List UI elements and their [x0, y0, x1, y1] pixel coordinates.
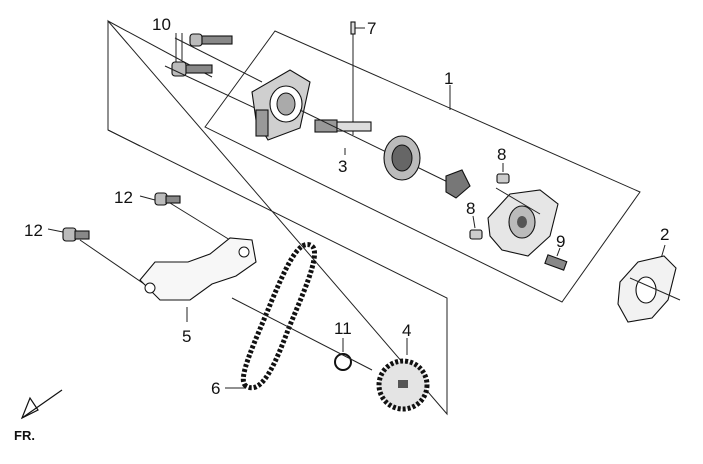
oil-pump-frame [204, 30, 641, 303]
outer-rotor [383, 135, 421, 181]
bolt-10-upper [174, 33, 263, 83]
bolt-10-lower [164, 61, 256, 109]
callout-10: 10 [152, 15, 171, 34]
front-direction-arrow-icon [20, 389, 63, 420]
callout-3: 3 [338, 157, 347, 176]
pin-7 [350, 21, 356, 35]
callout-5: 5 [182, 327, 191, 346]
callout-12-upper: 12 [114, 188, 133, 207]
leader-lines [47, 27, 666, 389]
callout-9: 9 [556, 232, 565, 251]
callout-8-lower: 8 [466, 199, 475, 218]
callout-6: 6 [211, 379, 220, 398]
callout-7: 7 [367, 19, 376, 38]
chain-guide-plate-5 [139, 237, 257, 301]
drive-chain-6 [240, 242, 317, 391]
pump-shaft-3 [314, 119, 372, 133]
callout-2: 2 [660, 225, 669, 244]
inner-rotor [445, 169, 471, 199]
assembly-frame [107, 19, 448, 416]
pump-cover [487, 189, 559, 257]
bolt-12-upper [154, 192, 181, 206]
callout-11: 11 [334, 319, 352, 338]
pump-body-flange [251, 69, 311, 141]
dowel-pin-8-upper [496, 173, 510, 184]
callout-12-lower: 12 [24, 221, 43, 240]
gasket-2 [617, 255, 677, 323]
bolt-12-lower [62, 227, 90, 242]
callout-4: 4 [402, 321, 411, 340]
sprocket-4 [376, 358, 430, 412]
direction-label: FR. [14, 428, 35, 443]
screw-9 [544, 254, 568, 271]
dowel-pin-8-lower [469, 229, 483, 240]
circlip-11 [334, 353, 352, 371]
callout-8-upper: 8 [497, 145, 506, 164]
callout-1: 1 [444, 69, 453, 88]
